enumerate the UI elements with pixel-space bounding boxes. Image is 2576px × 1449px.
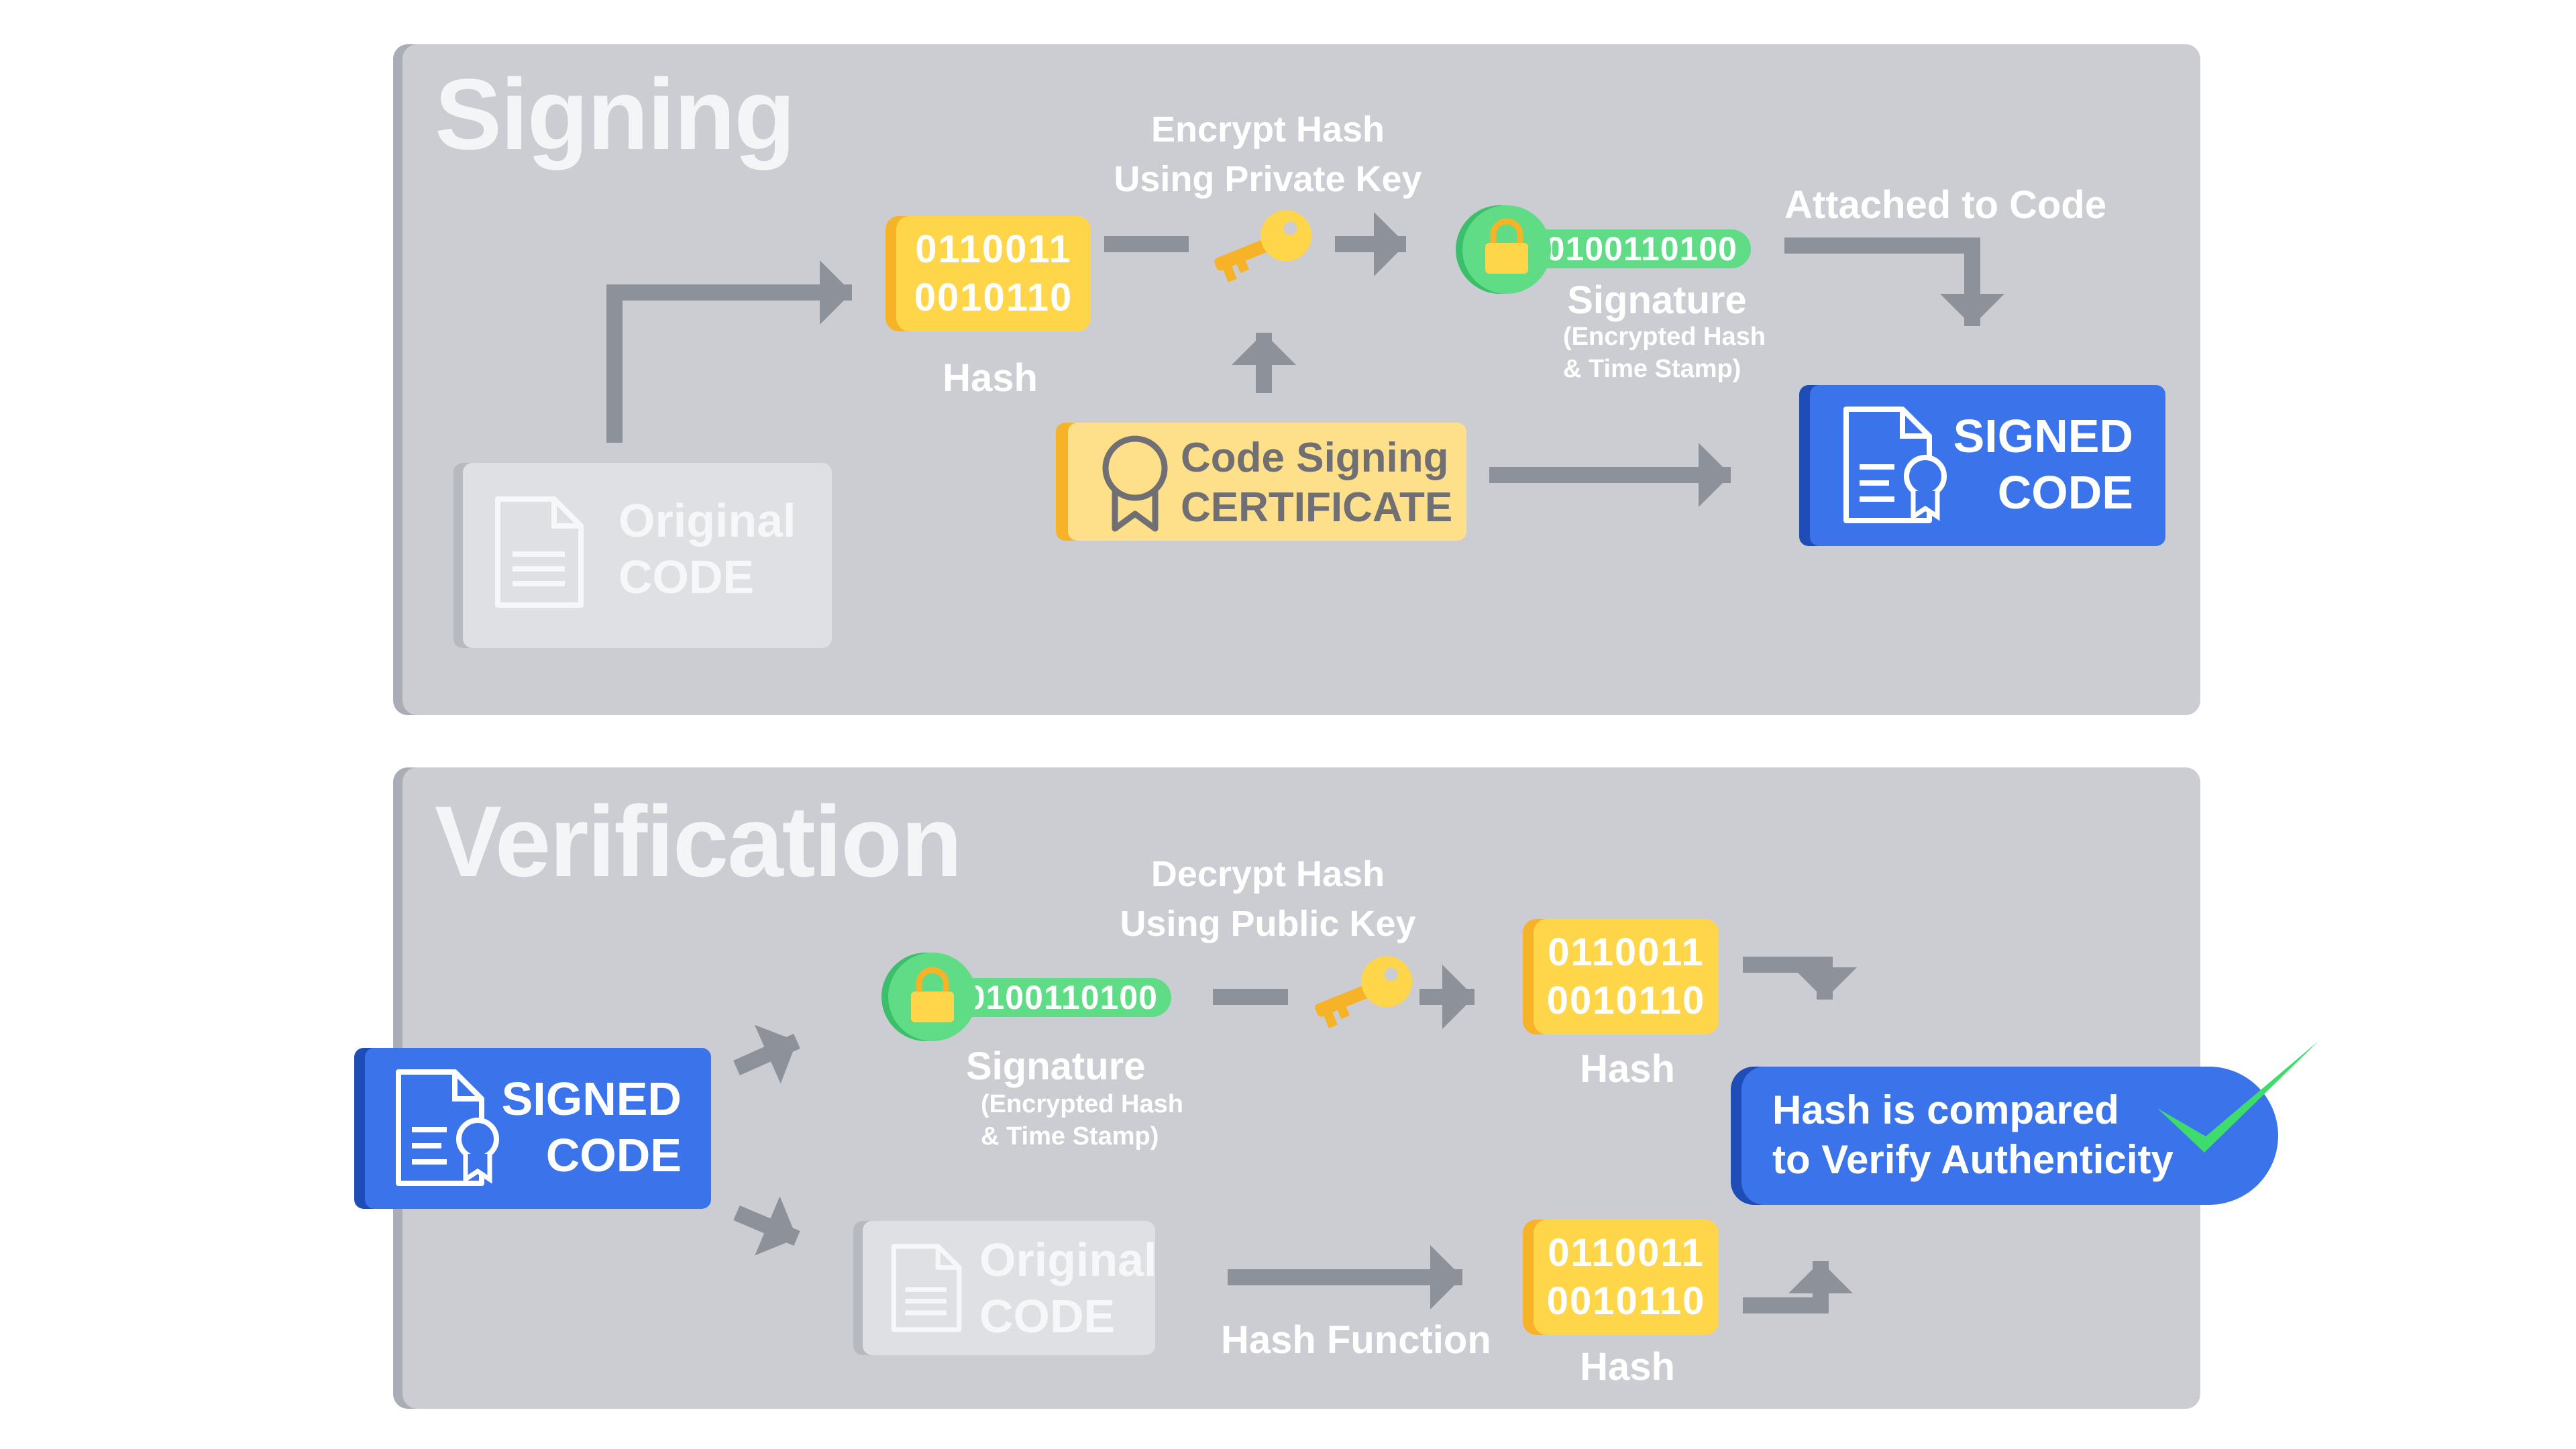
verification-hash-top-label: Hash — [1580, 1047, 1675, 1091]
decrypt-label-line2: Using Public Key — [1120, 904, 1416, 944]
verification-signature-note: (Encrypted Hash & Time Stamp) — [981, 1088, 1183, 1152]
private-key-icon — [1214, 210, 1312, 282]
verification-hash-bottom-label: Hash — [1580, 1345, 1675, 1389]
hash-line2: 0010110 — [1546, 979, 1706, 1022]
original-code-line1: Original — [619, 494, 796, 547]
signing-hash-label: Hash — [943, 356, 1038, 400]
document-icon — [495, 496, 584, 608]
encrypt-label-line2: Using Private Key — [1114, 159, 1422, 199]
certificate-ribbon-icon — [1102, 435, 1168, 532]
arrow-hash-top-to-result — [1743, 957, 1857, 1000]
certificate-line1: Code Signing — [1181, 435, 1449, 481]
document-icon — [891, 1244, 962, 1332]
verification-hash-top: 0110011 0010110 — [1534, 919, 1719, 1034]
signing-original-code: Original CODE — [463, 463, 832, 648]
verify-line2: to Verify Authenticity — [1772, 1137, 2174, 1182]
code-signing-certificate: Code Signing CERTIFICATE — [1068, 423, 1466, 541]
hash-line2: 0010110 — [1546, 1279, 1706, 1323]
hash-function-label: Hash Function — [1221, 1318, 1491, 1362]
certificate-line2: CERTIFICATE — [1181, 484, 1453, 531]
public-key-icon — [1315, 956, 1413, 1028]
signature-note-line1: (Encrypted Hash — [1563, 323, 1766, 351]
verification-original-code: Original CODE — [863, 1221, 1157, 1355]
original-code-line1: Original — [979, 1234, 1157, 1286]
signature-note-line2: & Time Stamp) — [981, 1122, 1159, 1150]
verify-authenticity-box: Hash is compared to Verify Authenticity — [1741, 1067, 2278, 1205]
arrow-signature-to-signed — [1784, 237, 2004, 326]
encrypt-label-line1: Encrypt Hash — [1150, 109, 1385, 150]
arrow-signed-to-original — [733, 1196, 800, 1256]
hash-line1: 0110011 — [1548, 1231, 1705, 1275]
attached-to-code-label: Attached to Code — [1784, 183, 2107, 227]
verification-signed-code: SIGNED CODE — [365, 1048, 711, 1209]
decrypt-label-line1: Decrypt Hash — [1150, 854, 1385, 894]
original-code-line2: CODE — [979, 1290, 1116, 1342]
signed-code-line2: CODE — [545, 1129, 682, 1181]
arrow-original-to-hash — [606, 260, 852, 443]
signature-note-line2: & Time Stamp) — [1563, 355, 1741, 383]
signed-code-line1: SIGNED — [1953, 410, 2133, 462]
lock-icon — [1485, 218, 1528, 274]
encrypt-hash-label: Encrypt Hash Using Private Key — [1073, 105, 1462, 204]
verify-line1: Hash is compared — [1772, 1087, 2119, 1132]
lock-icon — [911, 967, 954, 1022]
hash-line2: 0010110 — [914, 276, 1073, 319]
arrow-signed-to-signature — [733, 1024, 800, 1084]
original-code-line2: CODE — [619, 551, 755, 603]
signing-signature-label: Signature — [1567, 278, 1747, 322]
decrypt-hash-label: Decrypt Hash Using Public Key — [1073, 849, 1462, 949]
signed-document-icon — [396, 1069, 499, 1186]
verification-hash-bottom: 0110011 0010110 — [1534, 1220, 1719, 1335]
hash-line1: 0110011 — [915, 227, 1072, 271]
signing-hash-box: 0110011 0010110 — [896, 216, 1091, 331]
verification-signature-label: Signature — [966, 1044, 1146, 1088]
hash-line1: 0110011 — [1548, 930, 1705, 974]
signing-signature-note: (Encrypted Hash & Time Stamp) — [1563, 321, 1766, 385]
signature-note-line1: (Encrypted Hash — [981, 1090, 1183, 1118]
signed-code-line1: SIGNED — [501, 1073, 682, 1125]
verification-title: Verification — [435, 785, 963, 898]
signing-signed-code: SIGNED CODE — [1810, 385, 2165, 546]
arrow-hash-bottom-to-result — [1743, 1261, 1853, 1313]
signed-code-line2: CODE — [1997, 466, 2133, 519]
signed-document-icon — [1843, 407, 1947, 523]
signing-title: Signing — [435, 58, 796, 170]
